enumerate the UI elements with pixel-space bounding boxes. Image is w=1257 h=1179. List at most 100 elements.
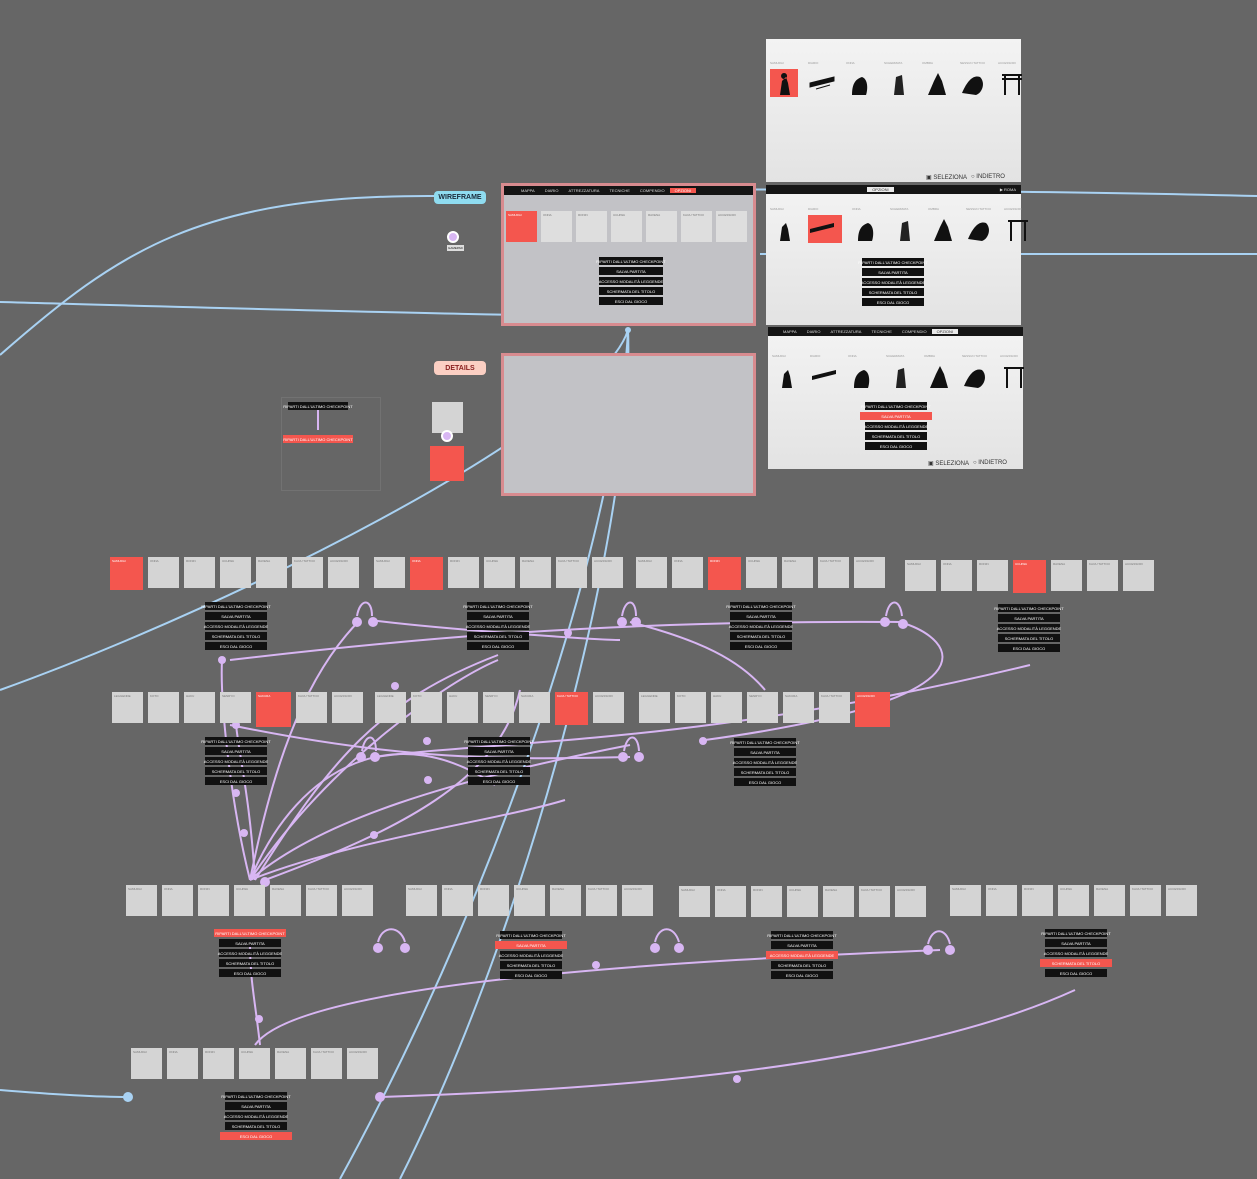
tile[interactable]: ACCESSORI bbox=[328, 557, 359, 588]
tile[interactable]: KAIJU TATTOO bbox=[296, 692, 327, 723]
tile[interactable]: KAIJU TATTOO bbox=[555, 692, 588, 725]
tile[interactable]: RAVENA bbox=[550, 885, 581, 916]
tile[interactable]: RAVENA bbox=[782, 557, 813, 588]
menu-item-legends[interactable]: ACCESSO MODALITÀ LEGGENDE bbox=[203, 757, 269, 765]
interaction-node[interactable] bbox=[447, 231, 459, 243]
tile[interactable]: RONIN bbox=[751, 886, 782, 917]
menu-item-title[interactable]: SCHERMATA DEL TITOLO bbox=[730, 632, 792, 640]
tile[interactable]: RONIN bbox=[1022, 885, 1053, 916]
figure-samurai[interactable]: SAMURAI bbox=[770, 207, 798, 243]
menu-item-save[interactable]: SALVA PARTITA bbox=[771, 941, 833, 949]
tile[interactable]: KAIJU TATTOO bbox=[1130, 885, 1161, 916]
tile[interactable]: KOTO bbox=[148, 692, 179, 723]
menu-item-checkpoint[interactable]: RIPARTI DALL'ULTIMO CHECKPOINT bbox=[201, 602, 271, 610]
menu-item-legends[interactable]: ACCESSO MODALITÀ LEGGENDE bbox=[466, 757, 532, 765]
menu-item-quit[interactable]: ESCI DAL GIOCO bbox=[730, 642, 792, 650]
tab-tecniche[interactable]: TECNICHE bbox=[871, 329, 892, 334]
tile[interactable]: SAMURAI bbox=[374, 557, 405, 588]
menu-item-quit[interactable]: ESCI DAL GIOCO bbox=[468, 777, 530, 785]
tab-diario[interactable]: DIARIO bbox=[544, 188, 559, 193]
menu-item-legends[interactable]: ACCESSO MODALITÀ LEGGENDE bbox=[728, 622, 794, 630]
menu-item-save[interactable]: SALVA PARTITA bbox=[467, 612, 529, 620]
tile[interactable]: RONIN bbox=[198, 885, 229, 916]
tile[interactable]: KAIJU TATTOO bbox=[586, 885, 617, 916]
tile[interactable]: SENRYO bbox=[220, 692, 251, 723]
menu-item-title[interactable]: SCHERMATA DEL TITOLO bbox=[219, 959, 281, 967]
figure-diario[interactable]: DIARIO bbox=[810, 354, 838, 390]
menu-item-legends[interactable]: ACCESSO MODALITÀ LEGGENDE bbox=[1043, 949, 1109, 957]
tab-attrezzatura[interactable]: ATTREZZATURA bbox=[830, 329, 862, 334]
menu-item-save[interactable]: SALVA PARTITA bbox=[495, 941, 567, 949]
figure-samurai[interactable]: SAMURAI bbox=[770, 61, 798, 97]
menu-item-quit[interactable]: ESCI DAL GIOCO bbox=[205, 777, 267, 785]
menu-item-checkpoint[interactable]: RIPARTI DALL'ULTIMO CHECKPOINT bbox=[858, 258, 928, 266]
tile[interactable]: SAKURA bbox=[256, 692, 291, 727]
tile[interactable]: ONNA bbox=[986, 885, 1017, 916]
menu-item-title[interactable]: SCHERMATA DEL TITOLO bbox=[599, 287, 663, 295]
game-screen-3[interactable]: MAPPA DIARIO ATTREZZATURA TECNICHE COMPE… bbox=[768, 327, 1024, 469]
menu-item-save[interactable]: SALVA PARTITA bbox=[998, 614, 1060, 622]
tile[interactable]: ACCESSORI bbox=[1166, 885, 1197, 916]
menu-item-checkpoint[interactable]: RIPARTI DALL'ULTIMO CHECKPOINT bbox=[463, 602, 533, 610]
menu-item-save[interactable]: SALVA PARTITA bbox=[599, 267, 663, 275]
tile[interactable]: LEGGENDE bbox=[639, 692, 670, 723]
tile[interactable]: ONNA bbox=[715, 886, 746, 917]
figure-ombra[interactable]: OMBRA bbox=[924, 354, 952, 390]
tile[interactable]: LEGGENDE bbox=[112, 692, 143, 723]
menu-item-title[interactable]: SCHERMATA DEL TITOLO bbox=[225, 1122, 287, 1130]
menu-item-checkpoint[interactable]: RIPARTI DALL'ULTIMO CHECKPOINT bbox=[726, 602, 796, 610]
tile[interactable]: ACCESSORI bbox=[895, 886, 926, 917]
tile[interactable]: UCHIWA bbox=[1013, 560, 1046, 593]
tile[interactable]: SAMURAI bbox=[406, 885, 437, 916]
tile[interactable]: SAMURAI bbox=[506, 211, 537, 242]
figure-onna[interactable]: ONNA bbox=[846, 61, 874, 97]
tile[interactable]: HAKU bbox=[711, 692, 742, 723]
tile[interactable]: ONNA bbox=[167, 1048, 198, 1079]
tile[interactable]: RONIN bbox=[977, 560, 1008, 591]
figure-schermata[interactable]: SCHERMATA bbox=[884, 61, 912, 97]
tile[interactable]: RAVENA bbox=[823, 886, 854, 917]
menu-item-legends[interactable]: ACCESSO MODALITÀ LEGGENDE bbox=[598, 277, 664, 285]
menu-item-title[interactable]: SCHERMATA DEL TITOLO bbox=[862, 288, 924, 296]
tile[interactable]: ACCESSORI bbox=[332, 692, 363, 723]
figure-schermata[interactable]: SCHERMATA bbox=[886, 354, 914, 390]
tile[interactable]: RONIN bbox=[184, 557, 215, 588]
menu-item-title[interactable]: SCHERMATA DEL TITOLO bbox=[500, 961, 562, 969]
interaction-node[interactable] bbox=[441, 430, 453, 442]
tile[interactable]: SENRYO bbox=[747, 692, 778, 723]
figure-ombra[interactable]: OMBRA bbox=[928, 207, 956, 243]
tab-attrezzatura[interactable]: ATTREZZATURA bbox=[568, 188, 600, 193]
tile[interactable]: ONNA bbox=[442, 885, 473, 916]
tile[interactable]: RONIN bbox=[708, 557, 741, 590]
menu-item-save[interactable]: SALVA PARTITA bbox=[860, 412, 932, 420]
menu-item-quit[interactable]: ESCI DAL GIOCO bbox=[771, 971, 833, 979]
menu-item-legends[interactable]: ACCESSO MODALITÀ LEGGENDE bbox=[203, 622, 269, 630]
menu-item-default[interactable]: RIPARTI DALL'ULTIMO CHECKPOINT bbox=[283, 402, 353, 410]
figure-onna[interactable]: ONNA bbox=[848, 354, 876, 390]
details-frame[interactable] bbox=[501, 353, 756, 496]
tile[interactable]: RONIN bbox=[576, 211, 607, 242]
menu-item-legends[interactable]: ACCESSO MODALITÀ LEGGENDE bbox=[223, 1112, 289, 1120]
menu-item-legends[interactable]: ACCESSO MODALITÀ LEGGENDE bbox=[766, 951, 838, 959]
tile[interactable]: ACCESSORI bbox=[1123, 560, 1154, 591]
figure-accessori[interactable]: ACCESSORI bbox=[1004, 207, 1032, 243]
tile[interactable]: UCHIWA bbox=[1058, 885, 1089, 916]
tile[interactable]: ACCESSORI bbox=[347, 1048, 378, 1079]
tile[interactable]: ONNA bbox=[410, 557, 443, 590]
tab-tecniche[interactable]: TECNICHE bbox=[609, 188, 630, 193]
menu-item-legends[interactable]: ACCESSO MODALITÀ LEGGENDE bbox=[996, 624, 1062, 632]
figure-accessori[interactable]: ACCESSORI bbox=[998, 61, 1026, 97]
tile[interactable]: ACCESSORI bbox=[342, 885, 373, 916]
menu-item-title[interactable]: SCHERMATA DEL TITOLO bbox=[1040, 959, 1112, 967]
tile[interactable]: KOTO bbox=[675, 692, 706, 723]
tile[interactable]: ONNA bbox=[541, 211, 572, 242]
tile[interactable]: KAIJU TATTOO bbox=[819, 692, 850, 723]
tab-opzioni[interactable]: OPZIONI bbox=[931, 329, 959, 334]
tile[interactable]: RAVENA bbox=[256, 557, 287, 588]
menu-item-checkpoint[interactable]: RIPARTI DALL'ULTIMO CHECKPOINT bbox=[464, 737, 534, 745]
menu-item-quit[interactable]: ESCI DAL GIOCO bbox=[734, 778, 796, 786]
menu-item-checkpoint[interactable]: RIPARTI DALL'ULTIMO CHECKPOINT bbox=[730, 738, 800, 746]
figure-onna[interactable]: ONNA bbox=[852, 207, 880, 243]
menu-item-save[interactable]: SALVA PARTITA bbox=[730, 612, 792, 620]
menu-item-save[interactable]: SALVA PARTITA bbox=[205, 612, 267, 620]
